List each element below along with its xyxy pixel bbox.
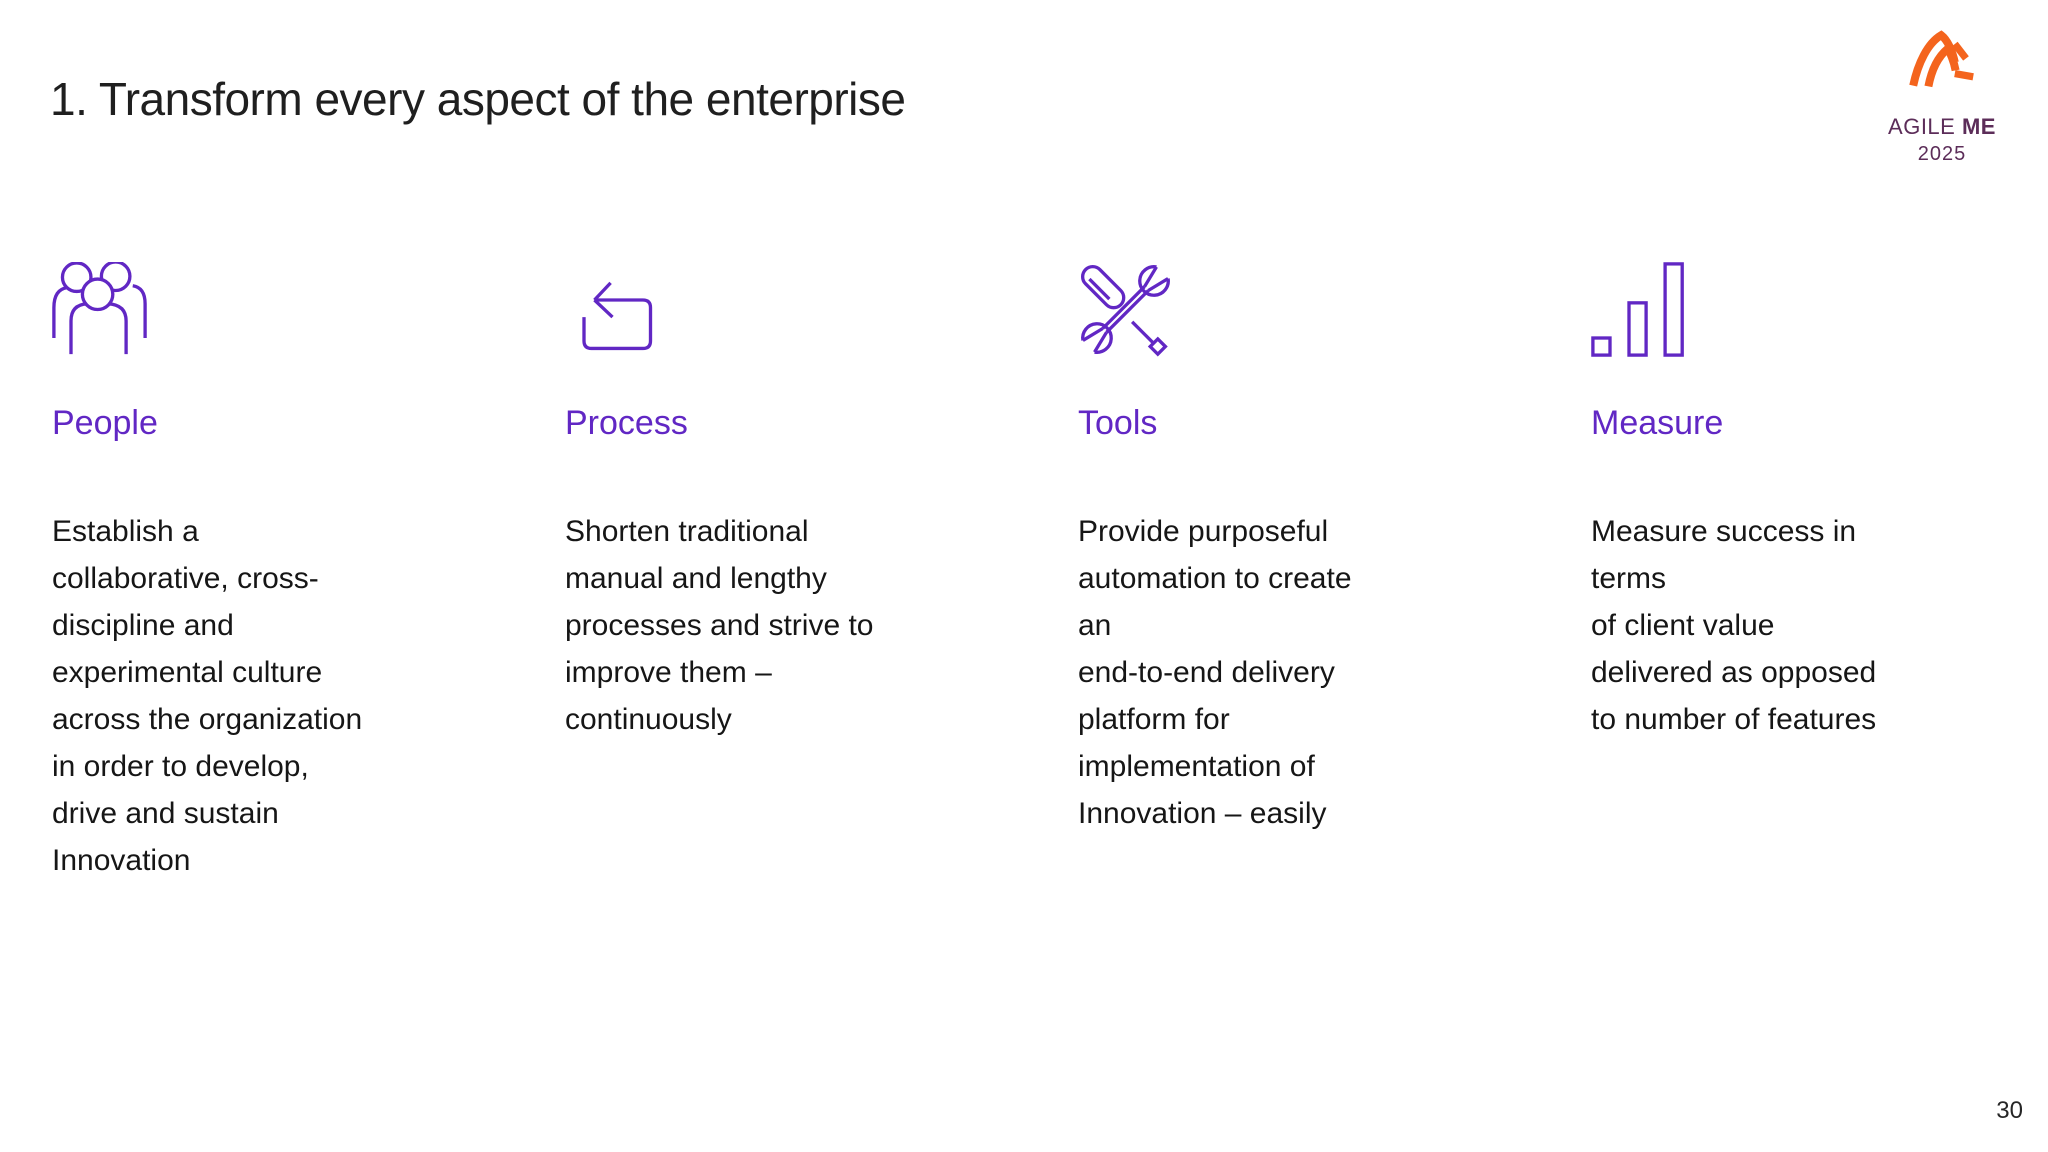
logo-brand-text: AGILE ME: [1888, 114, 1996, 140]
page-number: 30: [1996, 1097, 2023, 1124]
process-description: Shorten traditional manual and lengthy p…: [565, 515, 874, 736]
process-icon-box: [565, 262, 1038, 358]
column-process: Process Shorten traditional manual and l…: [565, 262, 1078, 884]
agile-me-logo: AGILE ME 2025: [1882, 28, 2002, 166]
column-tools: Tools Provide purposeful automation to c…: [1078, 262, 1591, 884]
measure-description: Measure success in terms of client value…: [1591, 515, 1877, 736]
people-heading: People: [52, 404, 158, 442]
page-title: 1. Transform every aspect of the enterpr…: [50, 73, 906, 125]
measure-icon: [1591, 262, 1684, 357]
measure-icon-box: [1591, 262, 2048, 358]
content-columns: People Establish a collaborative, cross-…: [52, 262, 2048, 884]
process-heading: Process: [565, 404, 688, 442]
agile-me-peak-icon: [1909, 30, 1974, 88]
measure-heading: Measure: [1591, 404, 1724, 442]
column-measure: Measure Measure success in terms of clie…: [1591, 262, 2048, 884]
logo-brand-bold: ME: [1961, 114, 1996, 139]
process-icon: [582, 281, 653, 351]
tools-description: Provide purposeful automation to create …: [1078, 515, 1352, 830]
logo-brand-regular: AGILE: [1888, 114, 1962, 139]
people-icon: [52, 262, 147, 355]
tools-icon: [1081, 265, 1170, 357]
logo-year: 2025: [1917, 143, 1967, 165]
people-icon-box: [52, 262, 525, 358]
people-description: Establish a collaborative, cross- discip…: [52, 515, 363, 877]
column-people: People Establish a collaborative, cross-…: [52, 262, 565, 884]
tools-heading: Tools: [1078, 404, 1158, 442]
tools-icon-box: [1078, 262, 1551, 358]
